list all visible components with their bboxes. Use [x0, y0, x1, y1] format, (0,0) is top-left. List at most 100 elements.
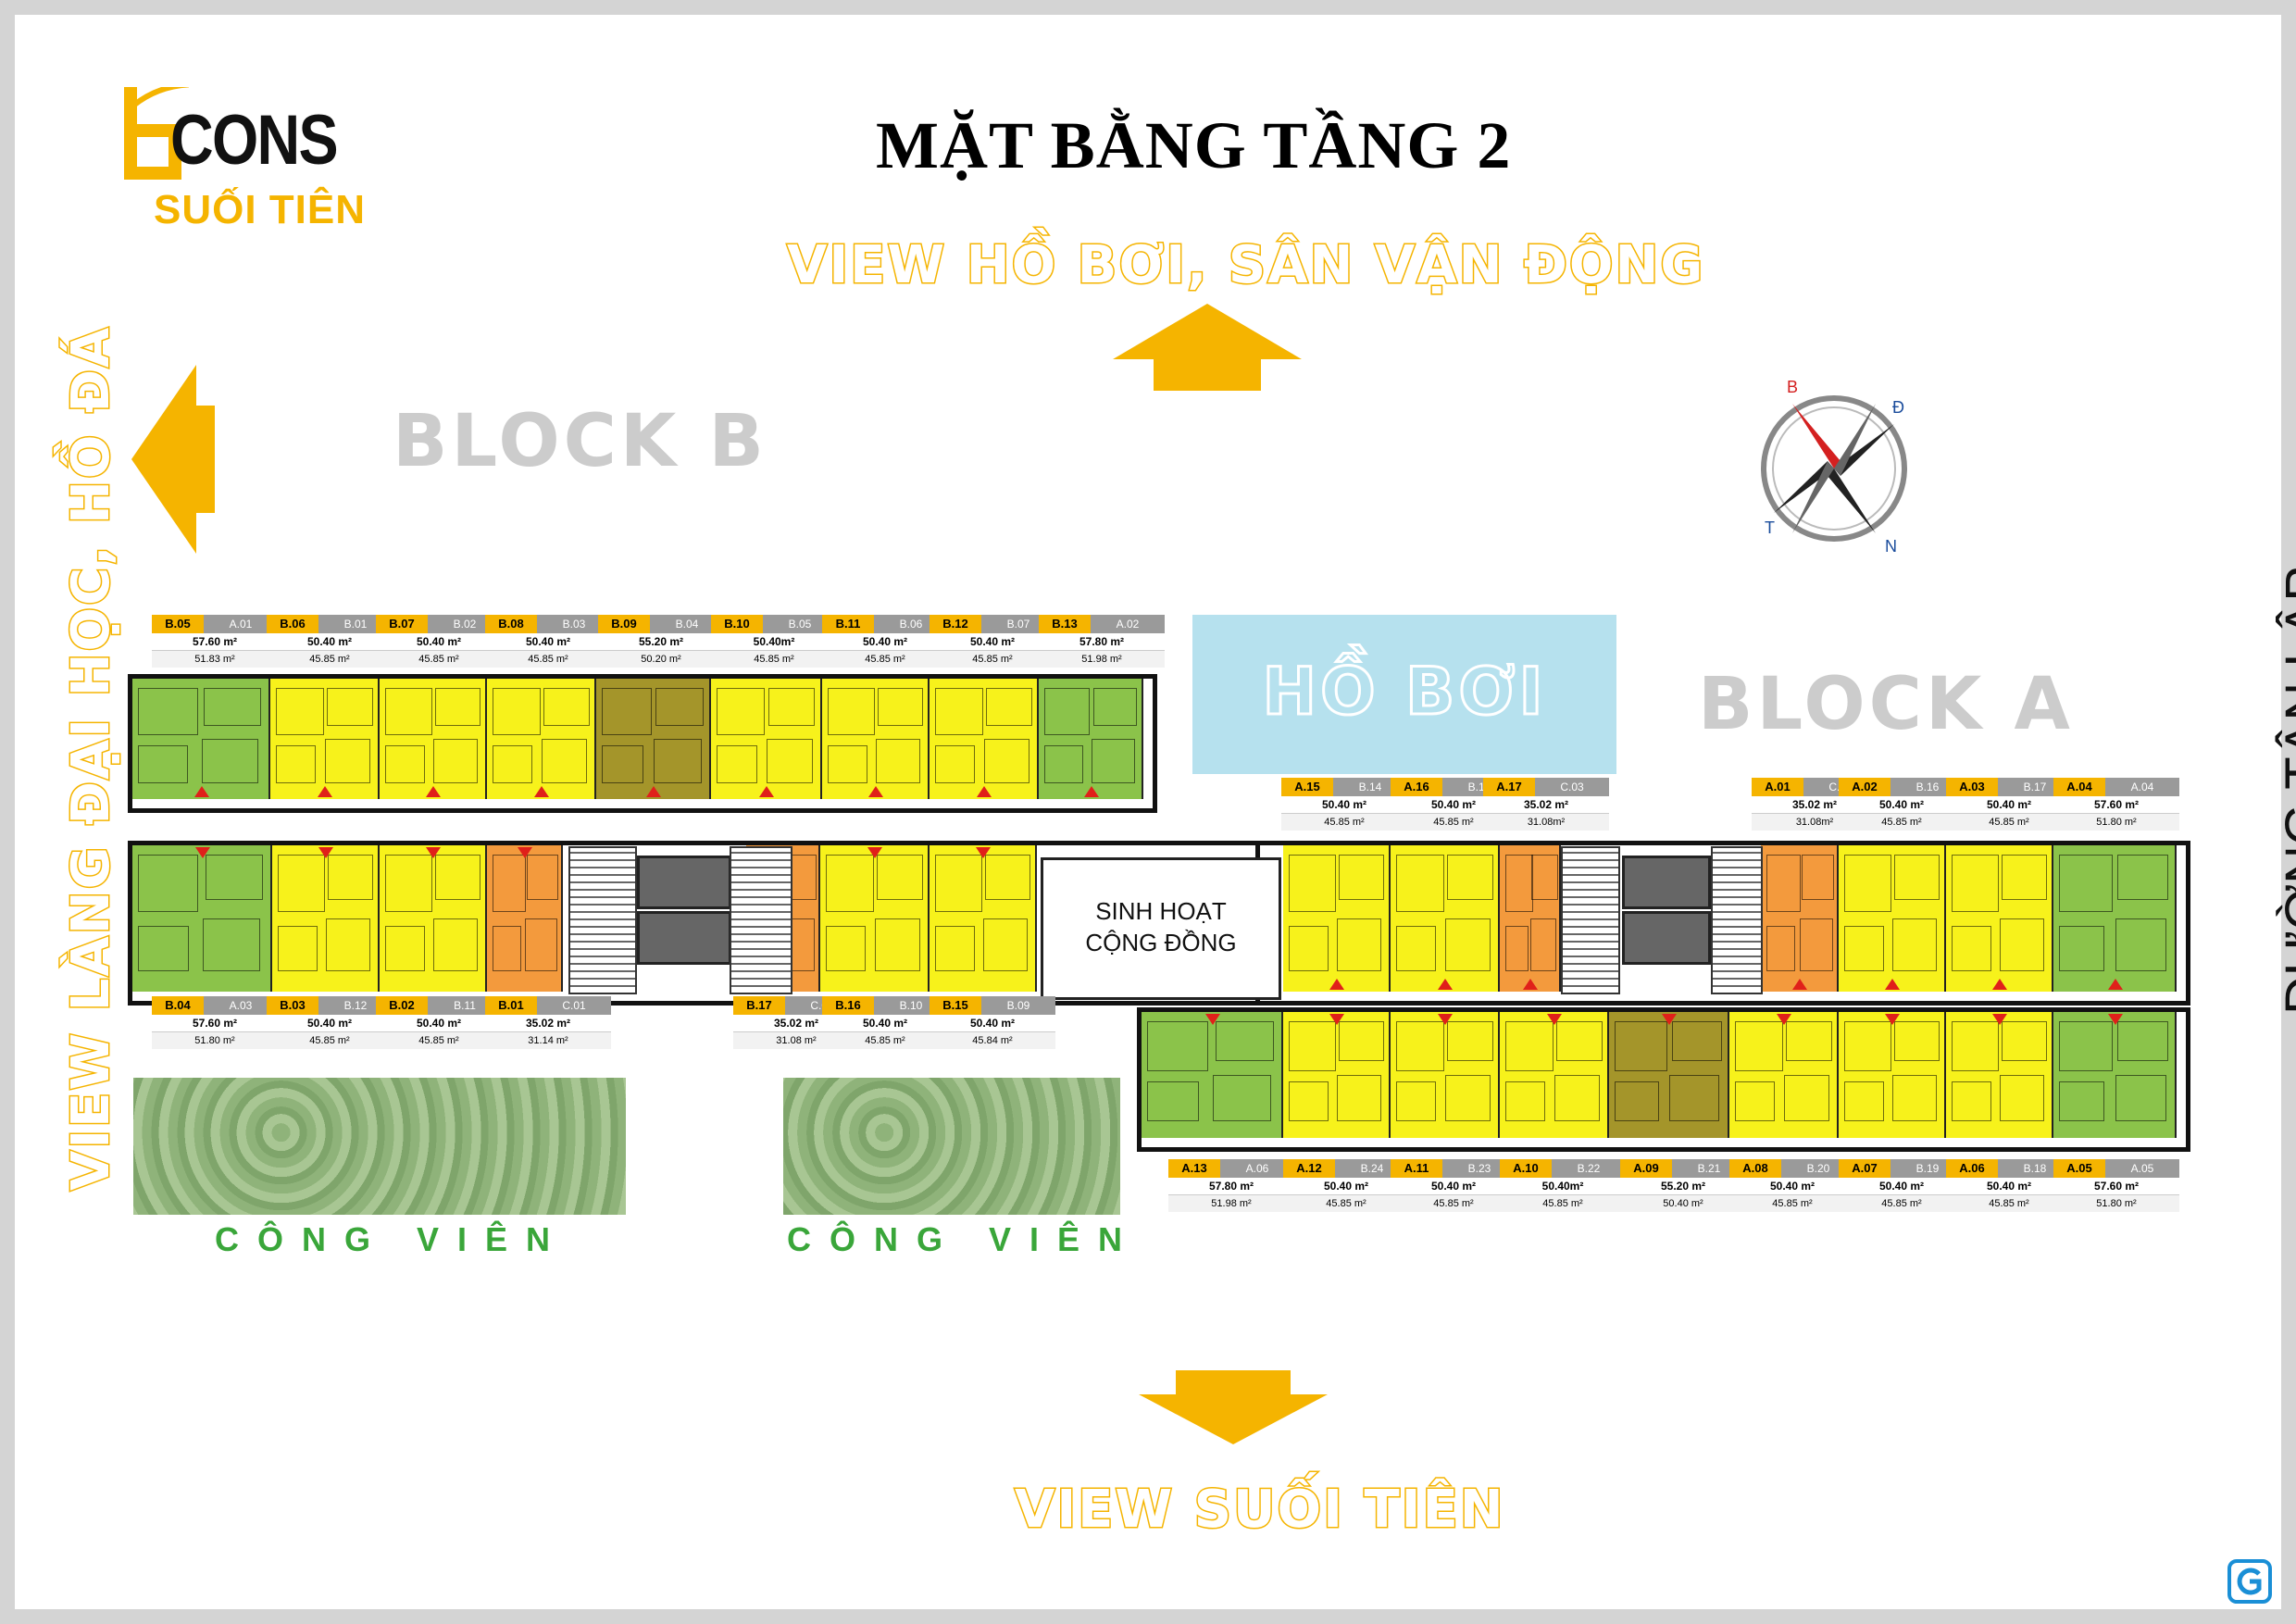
unit-B.15[interactable] — [930, 845, 1037, 992]
unit-B.13[interactable] — [1039, 679, 1143, 799]
room-outline — [984, 739, 1030, 783]
unit-A.04[interactable] — [2053, 845, 2177, 992]
unit-A.07[interactable] — [1839, 1012, 1946, 1138]
room-outline — [983, 918, 1029, 972]
unit-B.11[interactable] — [822, 679, 930, 799]
room-outline — [493, 744, 533, 783]
room-outline — [828, 688, 875, 736]
room-outline — [138, 925, 189, 972]
unit-area-gross: 50.40 m² — [1283, 1178, 1409, 1195]
room-outline — [1669, 1075, 1719, 1121]
unit-B.08[interactable] — [487, 679, 596, 799]
unit-B.09[interactable] — [596, 679, 711, 799]
unit-B.03[interactable] — [272, 845, 380, 992]
room-outline — [1396, 855, 1444, 913]
room-outline — [2000, 1075, 2045, 1121]
room-outline — [1505, 855, 1533, 913]
room-outline — [1505, 925, 1529, 972]
unit-area-net: 45.85 m² — [267, 1032, 393, 1049]
unit-B.16[interactable] — [820, 845, 930, 992]
unit-alt-code: A.03 — [204, 996, 278, 1015]
unit-A.17[interactable] — [1500, 845, 1561, 992]
unit-A.08[interactable] — [1729, 1012, 1839, 1138]
unit-alt-code: A.02 — [1091, 615, 1165, 633]
door-marker-icon — [976, 847, 991, 858]
compass-icon: B Đ N T — [1761, 378, 1907, 556]
unit-A.11[interactable] — [1391, 1012, 1500, 1138]
unit-area-net: 31.14 m² — [485, 1032, 611, 1049]
stair-a-1 — [1561, 846, 1620, 994]
unit-A.13[interactable] — [1142, 1012, 1283, 1138]
door-marker-icon — [1329, 979, 1344, 990]
unit-A.16[interactable] — [1391, 845, 1500, 992]
room-outline — [935, 925, 975, 972]
room-outline — [1952, 1021, 1999, 1071]
unit-area-net: 45.85 m² — [1839, 1195, 1965, 1212]
room-outline — [1092, 688, 1137, 726]
room-outline — [435, 688, 480, 726]
lift-b-1 — [637, 856, 731, 909]
unit-code: B.12 — [930, 615, 981, 633]
unit-area-net: 45.85 m² — [822, 1032, 948, 1049]
unit-B.07[interactable] — [380, 679, 487, 799]
unit-A.02[interactable] — [1839, 845, 1946, 992]
unit-B.01[interactable] — [487, 845, 563, 992]
unit-area-gross: 57.60 m² — [2053, 796, 2179, 814]
unit-A.03[interactable] — [1946, 845, 2053, 992]
room-outline — [655, 688, 705, 726]
arrow-left-icon — [131, 365, 215, 554]
unit-B.02[interactable] — [380, 845, 487, 992]
unit-A.09[interactable] — [1609, 1012, 1729, 1138]
unit-A.15[interactable] — [1283, 845, 1391, 992]
room-outline — [1396, 925, 1437, 972]
unit-A.12[interactable] — [1283, 1012, 1391, 1138]
unit-A.10[interactable] — [1500, 1012, 1609, 1138]
room-outline — [1044, 688, 1091, 736]
room-outline — [875, 918, 921, 972]
door-marker-icon — [318, 786, 332, 797]
room-outline — [204, 688, 262, 726]
unit-alt-code: B.12 — [318, 996, 393, 1015]
room-outline — [325, 739, 371, 783]
room-outline — [2059, 1021, 2113, 1071]
unit-code: A.16 — [1391, 778, 1442, 796]
unit-area-net: 45.85 m² — [1500, 1195, 1626, 1212]
unit-area-gross: 55.20 m² — [598, 633, 724, 651]
door-marker-icon — [977, 786, 992, 797]
unit-code: B.09 — [598, 615, 650, 633]
unit-B.04[interactable] — [132, 845, 272, 992]
room-outline — [493, 688, 541, 736]
room-outline — [717, 744, 757, 783]
unit-A.01[interactable] — [1761, 845, 1839, 992]
community-line1: SINH HOẠT — [1095, 897, 1227, 925]
unit-area-net: 31.08m² — [1483, 814, 1609, 831]
room-outline — [1952, 1081, 1991, 1121]
unit-B.10[interactable] — [711, 679, 822, 799]
unit-A.06[interactable] — [1946, 1012, 2053, 1138]
unit-area-net: 51.80 m² — [2053, 1195, 2179, 1212]
unit-B.05[interactable] — [132, 679, 270, 799]
unit-area-gross: 57.60 m² — [152, 1015, 278, 1032]
road-label: ĐƯỜNG TÂN LẬP — [2275, 566, 2296, 1015]
unit-A.05[interactable] — [2053, 1012, 2177, 1138]
unit-code: A.12 — [1283, 1159, 1335, 1178]
unit-B.06[interactable] — [270, 679, 380, 799]
room-outline — [1531, 855, 1558, 901]
room-outline — [1445, 1075, 1491, 1121]
room-outline — [543, 688, 590, 726]
room-outline — [138, 855, 199, 913]
room-outline — [493, 855, 527, 913]
room-outline — [1554, 1075, 1601, 1121]
unit-area-gross: 57.60 m² — [2053, 1178, 2179, 1195]
door-marker-icon — [1777, 1014, 1791, 1025]
unit-area-net: 51.80 m² — [152, 1032, 278, 1049]
unit-code: A.10 — [1500, 1159, 1552, 1178]
door-marker-icon — [318, 847, 333, 858]
brand-subtitle: SUỐI TIÊN — [154, 187, 367, 232]
unit-code: B.06 — [267, 615, 318, 633]
unit-B.12[interactable] — [930, 679, 1039, 799]
unit-area-gross: 50.40 m² — [267, 633, 393, 651]
